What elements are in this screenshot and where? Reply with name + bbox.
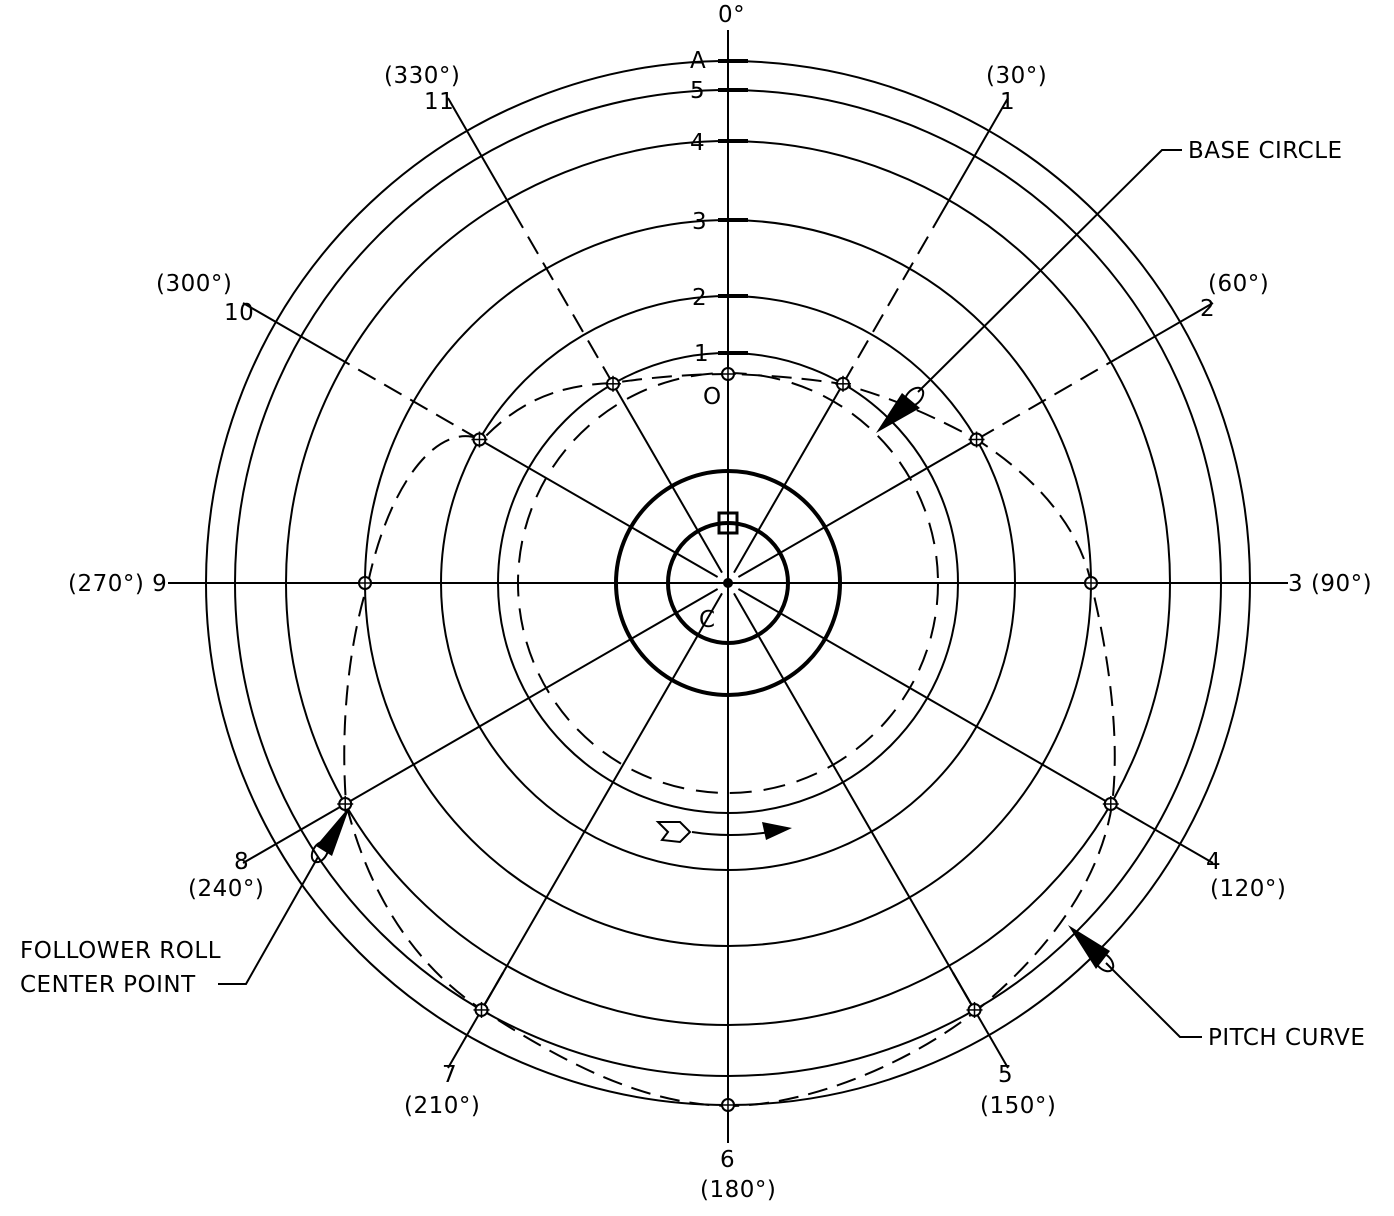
radial-line-inner-7 [480, 592, 723, 1011]
pitch-curve-pointer-icon [1068, 925, 1110, 969]
center-point [723, 578, 733, 588]
radial-line-outer-11 [447, 97, 524, 229]
label-zero-deg: 0° [718, 2, 745, 28]
pitch-point-0 [720, 366, 736, 382]
station-4-angle: (120°) [1210, 876, 1286, 902]
station-labels: (30°) 1 (60°) 2 3 (90°) 4 (120°) 5 (150°… [68, 63, 1372, 1203]
station-2-angle: (60°) [1208, 271, 1269, 297]
pitch-point-1 [835, 375, 851, 392]
station-7-num: 7 [442, 1062, 457, 1088]
radial-line-outer-8 [242, 807, 339, 864]
radial-line-dashed-2 [976, 357, 1119, 441]
radial-line-outer-1 [932, 97, 1009, 229]
station-7-angle: (210°) [404, 1093, 480, 1119]
station-5-angle: (150°) [980, 1093, 1056, 1119]
radial-line-inner-4 [737, 588, 1112, 805]
pitch-point-8 [337, 796, 354, 812]
radial-line-outer-2 [1117, 302, 1214, 359]
radial-line-inner-10 [478, 438, 719, 578]
callout-pitch-curve: PITCH CURVE [1068, 925, 1365, 1051]
label-follower-line1: FOLLOWER ROLL [20, 938, 221, 964]
scale-label-3: 3 [692, 209, 707, 235]
radial-line-inner-2 [737, 438, 978, 578]
pitch-point-10 [471, 431, 488, 448]
pitch-point-6 [720, 1097, 736, 1113]
pitch-point-5 [966, 1001, 983, 1018]
station-4-num: 4 [1206, 849, 1221, 875]
rotation-arrow-tail-icon [655, 821, 692, 844]
scale-ticks [718, 59, 748, 355]
scale-label-1: 1 [694, 341, 709, 367]
rotation-arrow [655, 821, 792, 844]
scale-label-4: 4 [690, 130, 705, 156]
base-circle-pointer-tail-icon [903, 386, 925, 408]
pitch-point-4 [1102, 796, 1119, 812]
follower-pointer-tail-icon [310, 840, 330, 864]
radial-line-inner-8 [344, 588, 719, 805]
keyway-square [717, 511, 739, 535]
pitch-curve-pointer-tail-icon [1093, 951, 1115, 973]
radial-line-dashed-10 [337, 357, 480, 441]
station-8-angle: (240°) [188, 876, 264, 902]
radial-line-outer-4 [1117, 807, 1214, 864]
pitch-point-3 [1083, 575, 1099, 591]
station-9-combined: (270°) 9 [68, 571, 167, 597]
pitch-point-7 [473, 1001, 490, 1018]
radial-line-dashed-11 [522, 227, 614, 385]
radial-line-outer-5 [952, 972, 1009, 1069]
callout-base-circle: BASE CIRCLE [876, 138, 1343, 433]
pitch-point-9 [357, 575, 373, 591]
station-10-angle: (300°) [156, 271, 232, 297]
pitch-point-11 [605, 375, 621, 392]
station-1-num: 1 [1000, 89, 1015, 115]
station-6-angle: (180°) [700, 1177, 776, 1203]
rotation-arrow-head-icon [762, 822, 792, 840]
rotation-arrow-line [691, 831, 771, 836]
label-point-c: C [699, 607, 716, 633]
radial-line-outer-10 [242, 302, 339, 359]
station-8-num: 8 [234, 849, 249, 875]
station-11-angle: (330°) [384, 63, 460, 89]
radial-line-inner-5 [733, 592, 976, 1011]
radial-line-outer-7 [447, 972, 504, 1069]
radial-line-inner-11 [612, 383, 723, 574]
station-10-num: 10 [224, 300, 254, 326]
follower-pointer-icon [316, 806, 350, 856]
station-6-num: 6 [720, 1147, 735, 1173]
label-base-circle: BASE CIRCLE [1188, 138, 1343, 164]
label-pitch-curve: PITCH CURVE [1208, 1025, 1365, 1051]
radial-line-inner-1 [733, 383, 844, 574]
station-2-num: 2 [1200, 296, 1215, 322]
callout-follower-roll: FOLLOWER ROLL CENTER POINT [20, 806, 350, 998]
scale-label-2: 2 [692, 285, 707, 311]
scale-label-5: 5 [690, 78, 705, 104]
label-point-o: O [703, 384, 722, 410]
label-point-a: A [690, 48, 706, 74]
pitch-point-2 [968, 431, 985, 448]
radial-line-dashed-1 [842, 227, 934, 385]
station-1-angle: (30°) [986, 63, 1047, 89]
station-11-num: 11 [424, 89, 454, 115]
station-5-num: 5 [998, 1062, 1013, 1088]
label-follower-line2: CENTER POINT [20, 972, 196, 998]
base-circle-pointer-icon [876, 393, 920, 433]
station-3-combined: 3 (90°) [1288, 571, 1372, 597]
pitch-point-markers [337, 366, 1119, 1113]
